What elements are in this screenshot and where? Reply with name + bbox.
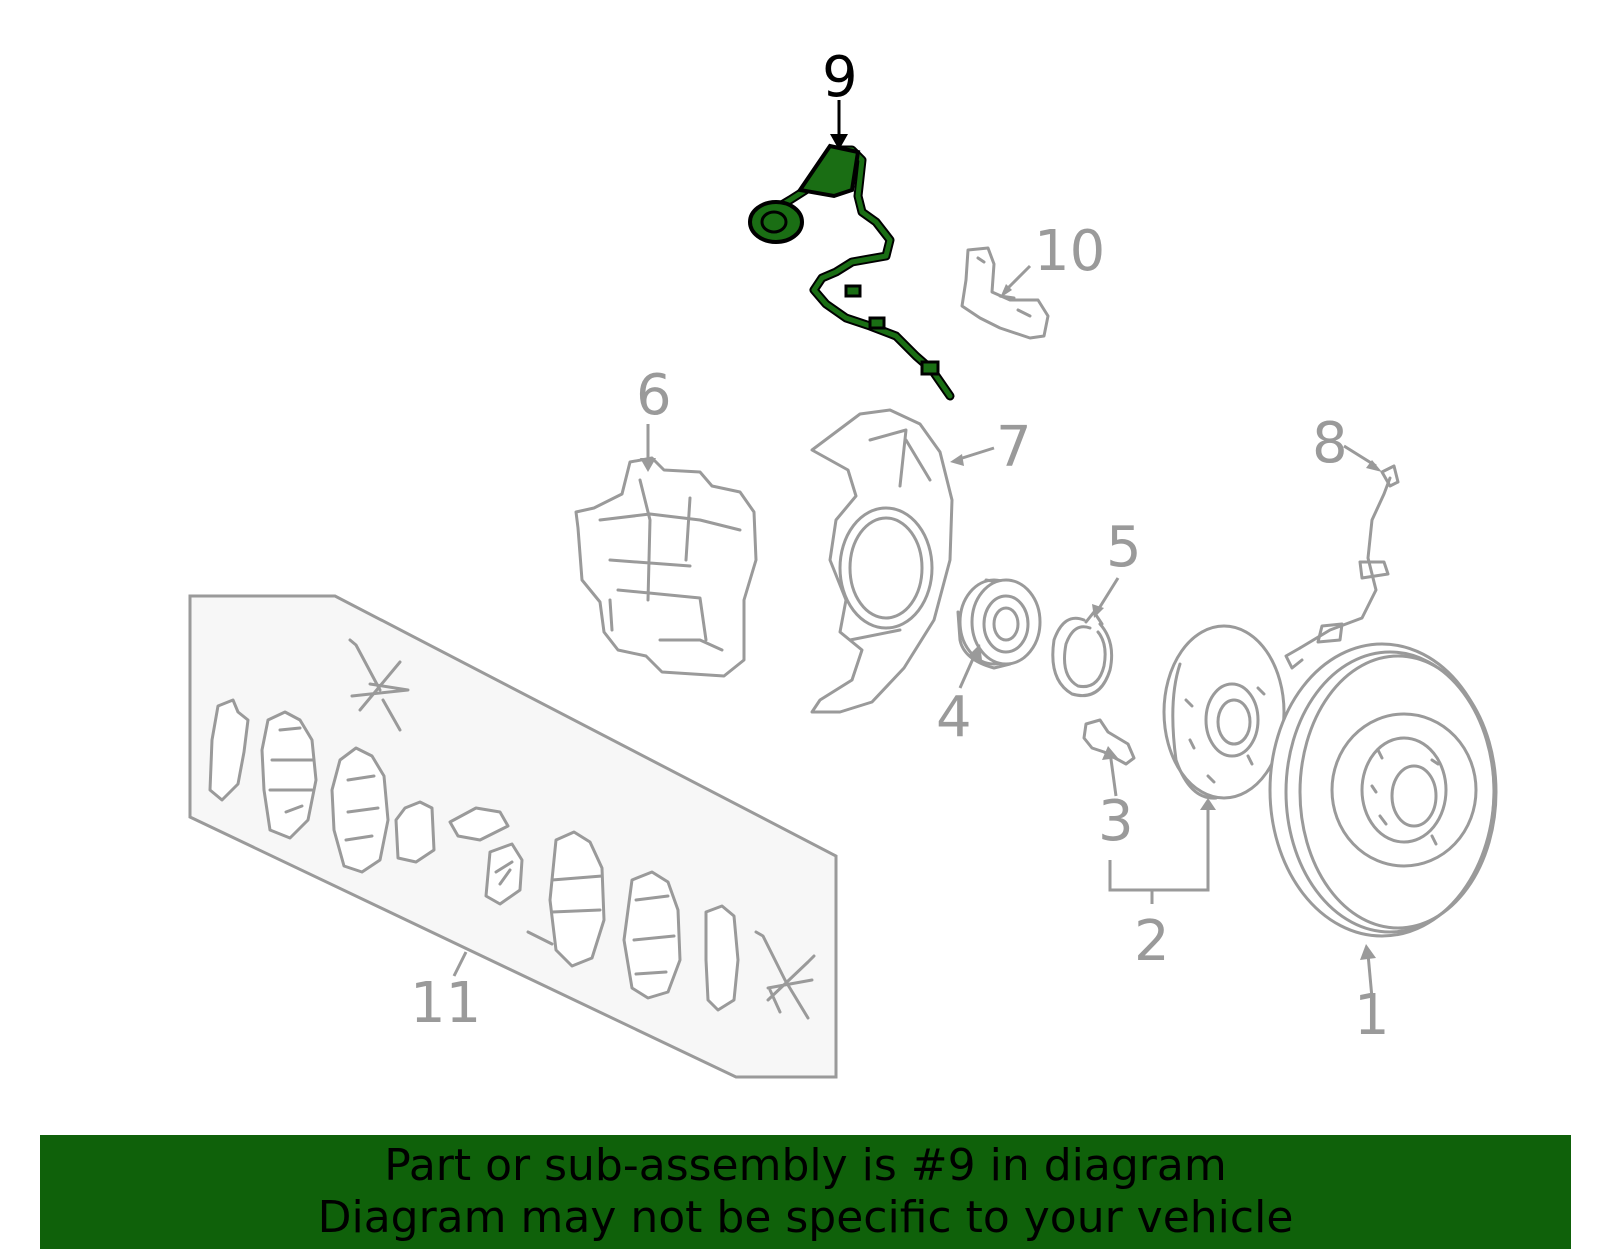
arrowhead-3 bbox=[1102, 746, 1118, 760]
banner-line-2: Diagram may not be specific to your vehi… bbox=[317, 1192, 1294, 1243]
info-banner: Part or sub-assembly is #9 in diagram Di… bbox=[40, 1135, 1571, 1249]
arrowhead-10 bbox=[1000, 284, 1012, 298]
leader-3 bbox=[1108, 751, 1118, 797]
arrowhead-6 bbox=[640, 458, 656, 472]
leader-2 bbox=[1108, 806, 1210, 892]
arrowhead-8 bbox=[1366, 460, 1382, 472]
snap-ring[interactable] bbox=[1051, 610, 1114, 697]
banner-line-1: Part or sub-assembly is #9 in diagram bbox=[384, 1140, 1227, 1191]
callout-4: 4 bbox=[936, 685, 972, 750]
arrowhead-4 bbox=[968, 644, 982, 660]
arrowhead-5 bbox=[1092, 604, 1104, 618]
hub-bolt[interactable] bbox=[1082, 718, 1136, 766]
callout-10: 10 bbox=[1034, 219, 1105, 284]
brake-dust-shield[interactable] bbox=[810, 408, 954, 714]
wheel-bearing[interactable] bbox=[956, 578, 1042, 670]
leader-1 bbox=[1366, 953, 1374, 999]
callout-11: 11 bbox=[410, 971, 481, 1036]
leader-5 bbox=[1096, 577, 1120, 611]
callout-6: 6 bbox=[636, 363, 672, 428]
callout-7: 7 bbox=[996, 415, 1032, 480]
callout-9: 9 bbox=[822, 45, 858, 110]
callout-5: 5 bbox=[1106, 515, 1142, 580]
brake-pad-kit[interactable] bbox=[188, 594, 838, 1079]
brake-hose[interactable] bbox=[1284, 464, 1400, 670]
callout-3: 3 bbox=[1098, 789, 1134, 854]
callout-2: 2 bbox=[1134, 909, 1170, 974]
callout-1: 1 bbox=[1354, 983, 1390, 1048]
arrowhead-2 bbox=[1200, 798, 1216, 810]
brake-caliper[interactable] bbox=[574, 456, 758, 678]
abs-wheel-speed-sensor[interactable] bbox=[748, 143, 955, 401]
arrowhead-7 bbox=[950, 454, 964, 466]
arrowhead-1 bbox=[1360, 944, 1376, 960]
brake-rotor[interactable] bbox=[1268, 642, 1498, 938]
leader-4 bbox=[958, 651, 978, 689]
leader-lines bbox=[452, 100, 1382, 999]
callout-8: 8 bbox=[1312, 411, 1348, 476]
leader-11 bbox=[452, 951, 468, 977]
wheel-hub[interactable] bbox=[1162, 624, 1286, 800]
arrowhead-9 bbox=[830, 134, 848, 150]
